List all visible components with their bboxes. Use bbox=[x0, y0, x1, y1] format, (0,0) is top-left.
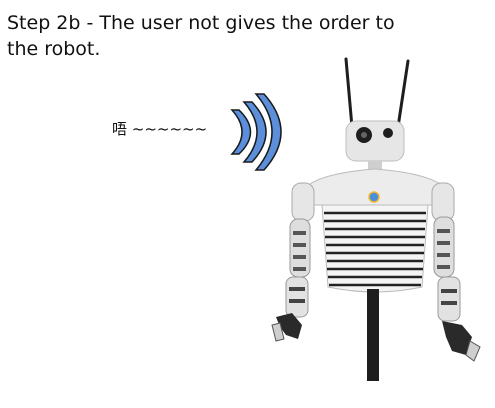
user-utterance: 唔 ~~~~~~ bbox=[112, 120, 208, 138]
sound-wave-inner bbox=[230, 109, 252, 155]
robot-left-arm bbox=[271, 182, 315, 342]
sound-wave-outer bbox=[254, 93, 282, 171]
step-caption: Step 2b - The user not gives the order t… bbox=[7, 12, 395, 60]
robot-right-arm bbox=[431, 182, 481, 362]
robot-head bbox=[345, 120, 405, 169]
robot-torso bbox=[321, 204, 429, 293]
sound-waves-icon bbox=[230, 93, 282, 171]
antenna-icons bbox=[344, 57, 410, 129]
robot-pole bbox=[367, 289, 379, 381]
sound-wave-middle bbox=[242, 101, 267, 163]
robot-illustration bbox=[271, 57, 481, 381]
